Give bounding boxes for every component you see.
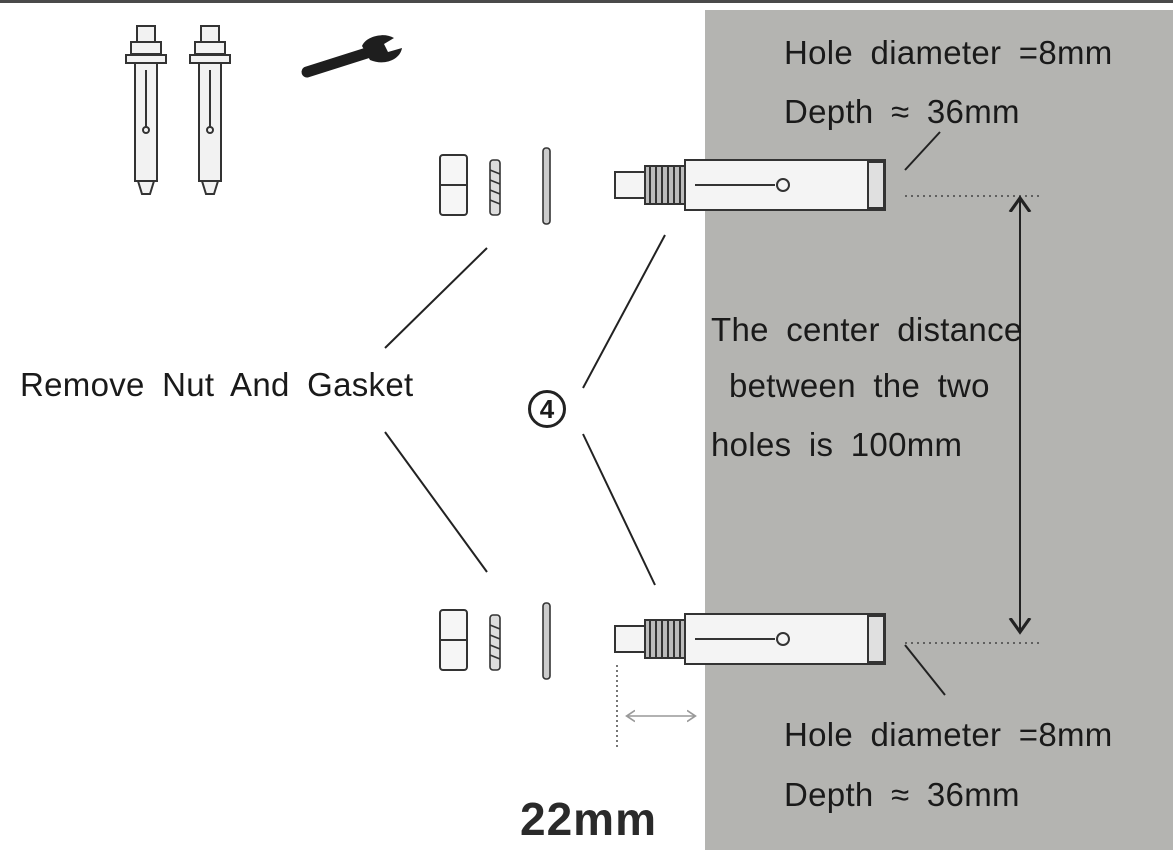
wrench-icon — [301, 35, 402, 78]
anchor-bolt-top — [614, 159, 886, 211]
edge-distance-label: 22mm — [520, 793, 657, 845]
flat-gasket-icon — [542, 602, 551, 680]
leader-lines — [384, 131, 946, 696]
flat-gasket-icon — [542, 147, 551, 225]
top-depth-label: Depth ≈ 36mm — [784, 93, 1020, 130]
spring-washer-icon — [489, 159, 501, 216]
center-distance-line-3: holes is 100mm — [711, 426, 963, 463]
top-hole-diameter-label: Hole diameter =8mm — [784, 34, 1113, 71]
center-distance-line-1: The center distance — [711, 311, 1023, 348]
anchor-bolt-bottom — [614, 613, 886, 665]
expansion-bolt-icon — [189, 25, 231, 195]
center-distance-line-2: between the two — [729, 367, 990, 404]
wall-surface — [705, 10, 1173, 850]
nut-icon — [439, 609, 468, 671]
bottom-depth-label: Depth ≈ 36mm — [784, 776, 1020, 813]
remove-nut-label: Remove Nut And Gasket — [20, 366, 414, 403]
nut-icon — [439, 154, 468, 216]
step-number-badge: 4 — [528, 390, 566, 428]
bottom-hole-diameter-label: Hole diameter =8mm — [784, 716, 1113, 753]
top-border — [0, 0, 1173, 3]
hole-center-marks — [905, 195, 1040, 644]
spring-washer-icon — [489, 614, 501, 671]
expansion-bolt-icon — [125, 25, 167, 195]
